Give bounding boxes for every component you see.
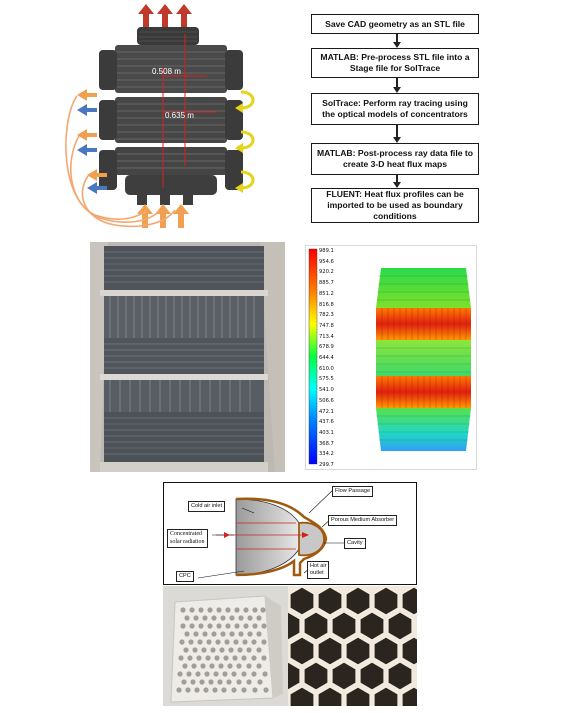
return-arrows-right	[240, 90, 255, 190]
outlet-arrows	[138, 4, 192, 28]
side-arrows-left	[77, 89, 107, 194]
label-hot-air-line-1: Hot air	[310, 563, 327, 569]
colorbar-value: 334.2	[319, 451, 334, 458]
colorbar-value: 678.9	[319, 344, 334, 351]
colorbar-value: 920.2	[319, 269, 334, 276]
colorbar-value: 644.4	[319, 355, 334, 361]
cavity-diagram: Cold air inlet Flow Passage Porous Mediu…	[163, 482, 417, 585]
colorbar-value: 368.7	[319, 440, 334, 447]
colorbar-value: 299.7	[319, 462, 334, 468]
colorbar-value: 403.1	[319, 429, 334, 436]
label-cpc: CPC	[176, 571, 194, 582]
label-porous-absorber: Porous Medium Absorber	[328, 515, 398, 526]
dimension-lower: 0.635 m	[165, 111, 194, 120]
colorbar-value: 816.8	[319, 301, 334, 308]
label-concentrated-line-1: Concentrated	[170, 531, 202, 537]
inlet-arrows-bottom	[137, 204, 189, 228]
receiver-cad-figure: 0.508 m 0.635 m	[65, 4, 255, 228]
colorbar-value: 472.1	[319, 408, 334, 415]
label-hot-air-line-2: outlet	[310, 570, 324, 576]
colorbar-value: 575.5	[319, 376, 334, 383]
colorbar-value: 885.7	[319, 280, 334, 287]
colorbar-value: 782.3	[319, 312, 334, 319]
label-cold-air-inlet: Cold air inlet	[188, 501, 226, 512]
label-concentrated-radiation: Concentrated solar radiation	[167, 529, 208, 548]
flowchart-step-2: MATLAB: Pre-process STL file into a Stag…	[311, 48, 479, 78]
flowchart-step-3: SolTrace: Perform ray tracing using the …	[311, 93, 479, 125]
colorbar-value: 954.6	[319, 258, 334, 265]
colorbar-value: 610.0	[319, 365, 334, 372]
flowchart-step-4: MATLAB: Post-process ray data file to cr…	[311, 143, 479, 175]
honeycomb-block-photo	[163, 586, 288, 706]
flowchart-step-5: FLUENT: Heat flux profiles can be import…	[311, 188, 479, 223]
label-concentrated-line-2: solar radiation	[170, 538, 205, 545]
colorbar-value: 851.2	[319, 290, 334, 297]
label-cavity: Cavity	[344, 538, 366, 549]
receiver-photo	[90, 242, 285, 472]
heat-flux-map	[305, 245, 477, 470]
dimension-upper: 0.508 m	[152, 67, 181, 76]
label-flow-passage: Flow Passage	[332, 486, 374, 497]
label-hot-air-outlet: Hot air outlet	[307, 561, 330, 579]
flowchart-step-1: Save CAD geometry as an STL file	[311, 14, 479, 34]
colorbar-value: 713.4	[319, 333, 334, 340]
colorbar-value: 541.0	[319, 387, 334, 394]
colorbar-value: 989.1	[319, 248, 334, 254]
colorbar-value: 747.8	[319, 322, 334, 329]
colorbar-value: 437.6	[319, 419, 334, 426]
colorbar-value: 506.6	[319, 397, 334, 404]
honeycomb-closeup-photo	[288, 586, 417, 706]
